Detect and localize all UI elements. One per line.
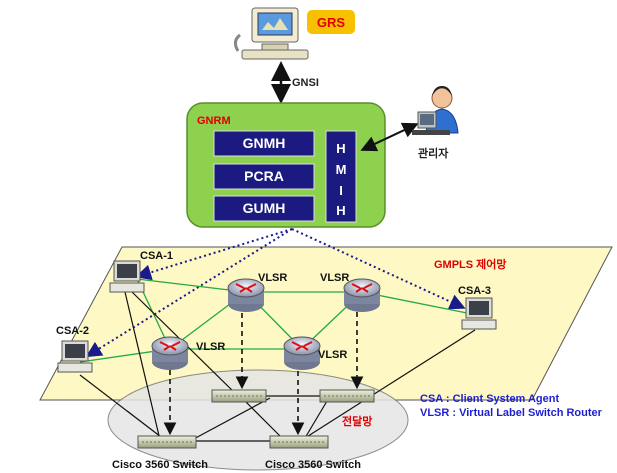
admin-person-icon [412,86,459,135]
vlsr-router-icon-3 [151,336,189,370]
admin-label: 관리자 [418,146,449,160]
legend-csa: CSA : Client System Agent [420,393,559,405]
gmpls-plane-label: GMPLS 제어망 [434,257,507,271]
switch-icon-top-right [319,389,375,403]
gnrm-title: GNRM [197,115,231,127]
csa-3-label: CSA-3 [458,285,491,297]
hmih-module [325,130,357,223]
vlsr-label-1: VLSR [258,272,287,284]
switch-icon-bottom-right [269,435,329,449]
pcra-module [213,163,315,190]
vlsr-switch-links [163,312,364,436]
switch-label-1: Cisco 3560 Switch [112,459,208,471]
csa-1-label: CSA-1 [140,250,173,262]
physical-links [79,291,476,442]
csa-2-terminal-icon [57,340,93,373]
gnmh-module [213,130,315,157]
hmih-letter-1: H [336,141,345,156]
switch-icon-bottom-left [137,435,197,449]
gumh-label: GUMH [243,200,286,216]
vlsr-label-2: VLSR [320,272,349,284]
vlsr-router-icon-2 [343,278,381,312]
csa-1-terminal-icon [109,260,145,293]
csa-2-label: CSA-2 [56,325,89,337]
vlsr-router-icon-4 [283,336,321,370]
vlsr-label-3: VLSR [196,341,225,353]
grs-badge [307,10,355,34]
admin-arrow [360,122,419,152]
hmih-letter-4: H [336,203,345,218]
csa-3-terminal-icon [461,297,497,330]
grs-label: GRS [317,15,346,30]
transport-label: 전달망 [342,414,372,428]
gnsi-label: GNSI [292,77,319,89]
grs-workstation-icon [233,7,309,60]
hmih-letter-3: I [339,183,343,198]
vlsr-label-4: VLSR [318,349,347,361]
pcra-label: PCRA [244,168,284,184]
legend-vlsr: VLSR : Virtual Label Switch Router [420,407,603,419]
control-links [85,228,466,358]
vlsr-router-icon-1 [227,278,265,312]
gumh-module [213,195,315,222]
switch-label-2: Cisco 3560 Switch [265,459,361,471]
switch-icon-top-left [211,389,267,403]
hmih-letter-2: M [336,162,347,177]
gnmh-label: GNMH [243,135,286,151]
